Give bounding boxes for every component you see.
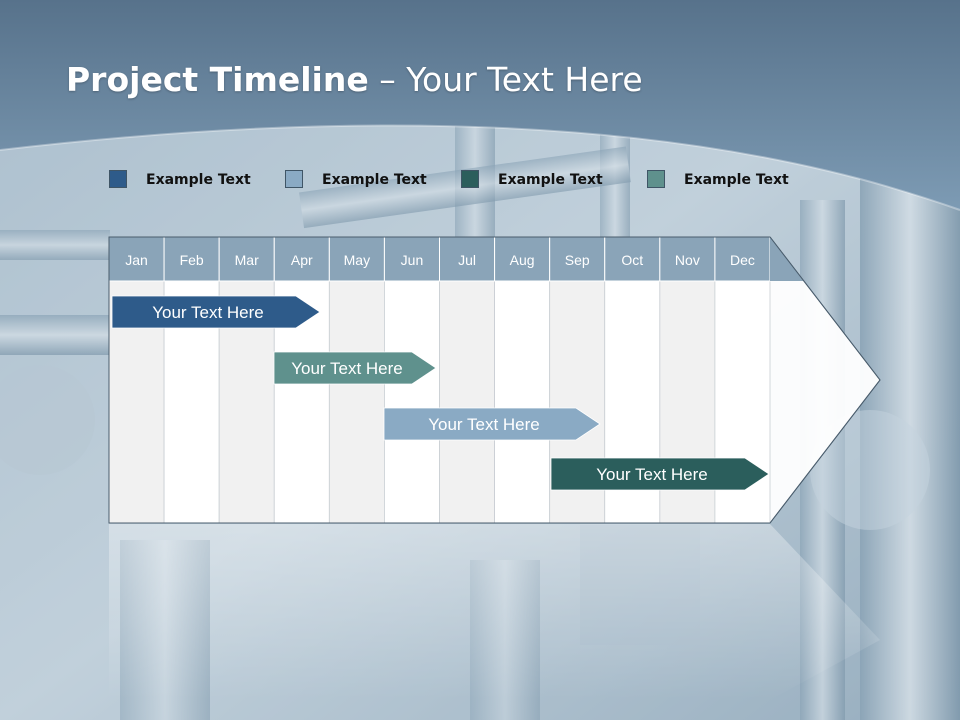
task-bar — [550, 457, 770, 491]
legend-swatch — [285, 170, 303, 188]
legend-label: Example Text — [322, 172, 427, 188]
month-header-cell — [383, 236, 440, 282]
month-header-cell — [163, 236, 220, 282]
month-column — [494, 280, 551, 524]
task-bar — [111, 295, 321, 329]
timeline-reflection — [109, 524, 880, 700]
month-header-cell — [328, 236, 385, 282]
title-rest: – Your Text Here — [368, 60, 643, 99]
page-title: Project Timeline – Your Text Here — [66, 60, 643, 99]
month-column — [384, 280, 440, 524]
month-label: Aug — [510, 252, 535, 268]
legend-label: Example Text — [146, 172, 251, 188]
task-label: Your Text Here — [291, 359, 403, 378]
task-bar — [383, 407, 601, 441]
legend-swatch — [461, 170, 479, 188]
month-column — [439, 280, 495, 524]
task-label: Your Text Here — [596, 465, 708, 484]
legend-swatch — [647, 170, 665, 188]
month-header-cell — [549, 236, 606, 282]
task-bar — [273, 351, 437, 385]
month-label: Jun — [401, 252, 424, 268]
month-column — [328, 280, 385, 524]
month-label: Jan — [125, 252, 148, 268]
legend-label: Example Text — [684, 172, 789, 188]
month-header-cell — [218, 236, 275, 282]
month-header-cell — [714, 236, 771, 282]
title-bold: Project Timeline — [66, 60, 369, 99]
month-label: Nov — [675, 252, 700, 268]
month-headers: Jan Feb Mar Apr May Jun Jul Aug Sep Oct Nov Dec — [108, 236, 771, 282]
month-label: Feb — [180, 252, 204, 268]
month-label: Mar — [235, 252, 259, 268]
month-header-cell — [273, 236, 330, 282]
task-label: Your Text Here — [428, 415, 540, 434]
legend-label: Example Text — [498, 172, 603, 188]
month-label: Sep — [565, 252, 590, 268]
month-label: May — [344, 252, 370, 268]
month-label: Apr — [291, 252, 313, 268]
legend-swatch — [109, 170, 127, 188]
timeline-arrow-outline — [108, 236, 881, 524]
month-label: Jul — [458, 252, 476, 268]
task-label: Your Text Here — [152, 303, 264, 322]
month-label: Oct — [621, 252, 643, 268]
month-header-cell — [659, 236, 716, 282]
month-label: Dec — [730, 252, 755, 268]
